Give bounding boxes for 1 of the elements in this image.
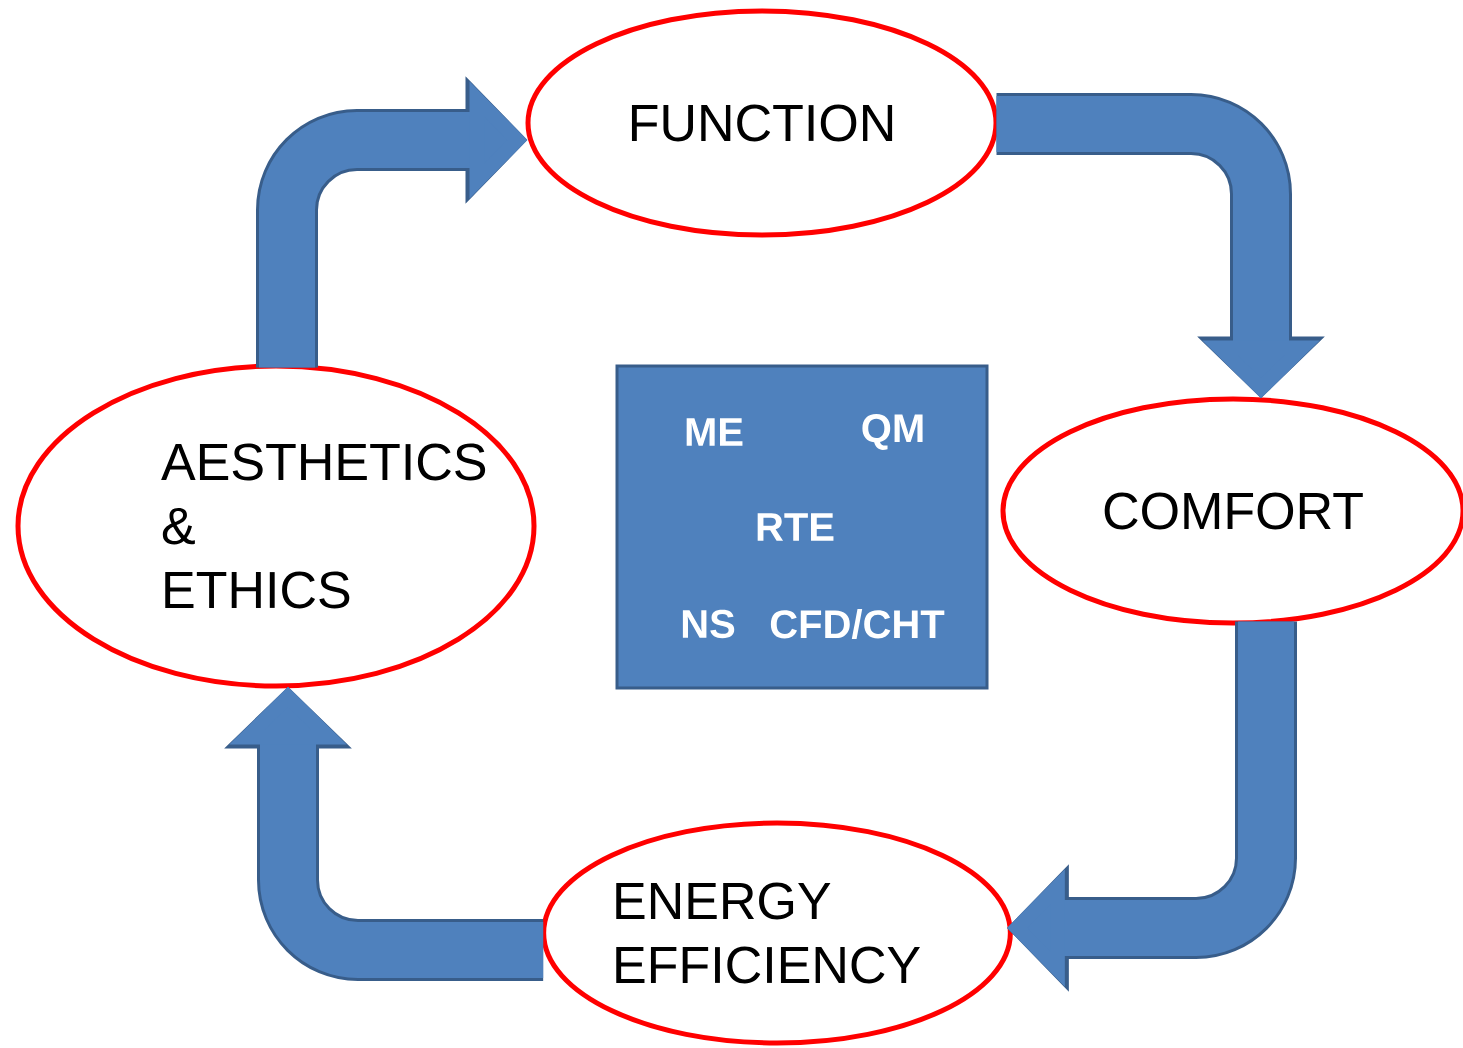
square-box: ME QM RTE NS CFD/CHT xyxy=(615,364,989,690)
